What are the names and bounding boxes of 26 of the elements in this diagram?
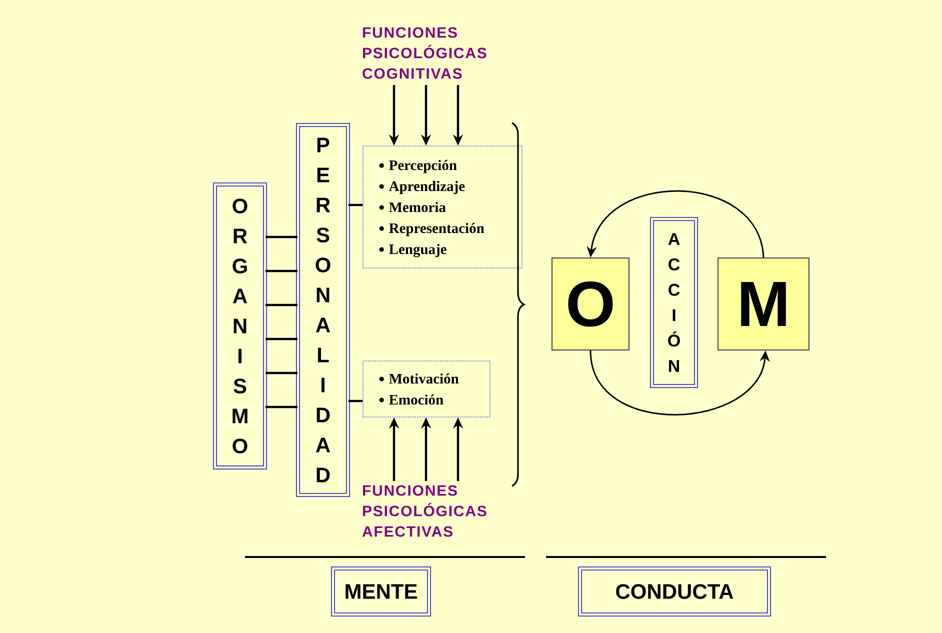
letter-square: M	[718, 258, 810, 350]
connector-line	[265, 372, 298, 374]
connector-line	[265, 304, 298, 306]
connector-line	[265, 270, 298, 272]
list-item: Aprendizaje	[388, 180, 465, 194]
label-box: MENTE	[331, 566, 431, 616]
dotted-list-box	[362, 146, 522, 268]
connector-line	[265, 406, 298, 408]
label-box: CONDUCTA	[578, 566, 771, 616]
list-item: Representación	[389, 222, 484, 236]
dotted-list-box	[362, 360, 490, 418]
connector-line	[265, 236, 298, 238]
list-item: Lenguaje	[389, 244, 446, 258]
connector-line	[265, 338, 298, 340]
list-item: Motivación	[389, 373, 459, 384]
heading-text: FUNCIONES PSICOLÓGICAS COGNITIVAS	[362, 27, 486, 79]
vertical-label-box: A C C I Ó N	[650, 217, 698, 388]
vertical-label-box: P E R S O N A L I D A D	[296, 123, 350, 497]
heading-text: FUNCIONES PSICOLÓGICAS AFECTIVAS	[362, 485, 486, 537]
list-item: Percepción	[389, 160, 457, 174]
list-item: Memoria	[389, 202, 446, 212]
list-item: Emoción	[389, 394, 444, 405]
connector-line	[348, 204, 363, 206]
letter-square: O	[552, 258, 630, 350]
connector-line	[348, 400, 363, 402]
vertical-label-box: O R G A N I S M O	[213, 182, 267, 470]
